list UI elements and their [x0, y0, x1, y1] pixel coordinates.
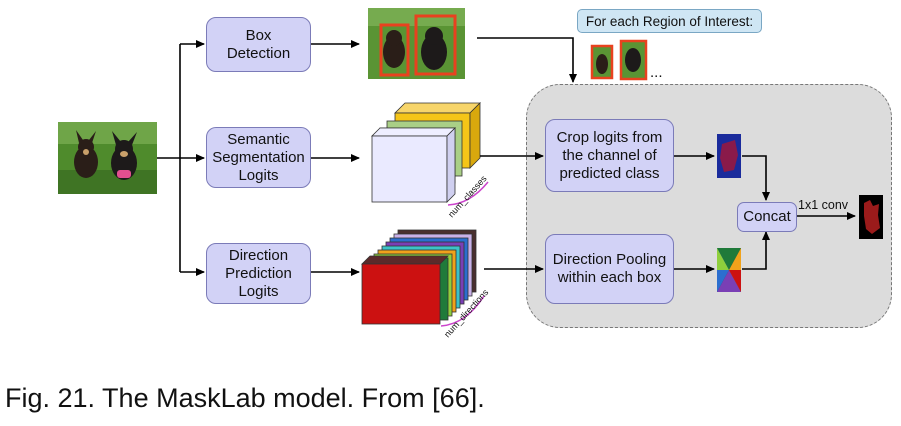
box-detection-line-1: Box [245, 26, 272, 44]
direction-prediction-line-3: Logits [238, 282, 279, 300]
direction-pooling-box: Direction Pooling within each box [545, 234, 674, 304]
box-output-arrows [311, 40, 360, 276]
direction-prediction-line-2: Prediction [225, 264, 292, 282]
detection-image [368, 8, 465, 79]
pooled-direction-map [717, 248, 741, 292]
semantic-segmentation-line-3: Logits [238, 166, 279, 184]
input-branch-arrows [157, 40, 205, 276]
roi-label: For each Region of Interest: [577, 9, 762, 33]
roi-input-arrows [480, 152, 856, 273]
direction-prediction-box: Direction Prediction Logits [206, 243, 311, 304]
crop-logits-line-2: the channel of [562, 146, 657, 164]
semantic-segmentation-line-2: Segmentation [212, 148, 305, 166]
roi-ellipsis: ... [650, 64, 663, 81]
final-mask-output [859, 195, 883, 239]
roi-crops [590, 39, 648, 81]
concat-label: Concat [743, 208, 791, 225]
box-detection-box: Box Detection [206, 17, 311, 72]
direction-prediction-line-1: Direction [228, 246, 289, 264]
figure-caption: Fig. 21. The MaskLab model. From [66]. [5, 383, 485, 413]
input-image [58, 122, 157, 194]
crop-logits-line-1: Crop logits from [556, 128, 663, 146]
cropped-class-logits [717, 134, 741, 178]
direction-pooling-line-2: within each box [557, 269, 662, 286]
semantic-segmentation-line-1: Semantic [227, 130, 290, 148]
direction-pooling-line-1: Direction Pooling [552, 251, 667, 268]
direction-logits-stack [361, 229, 485, 327]
semantic-segmentation-box: Semantic Segmentation Logits [206, 127, 311, 188]
detection-to-roi-arrow [477, 37, 577, 83]
segmentation-logits-stack [371, 102, 489, 206]
concat-box: Concat [737, 202, 797, 232]
box-detection-line-2: Detection [226, 44, 291, 62]
conv-label: 1x1 conv [798, 198, 849, 212]
crop-logits-line-3: predicted class [559, 164, 660, 182]
crop-logits-box: Crop logits from the channel of predicte… [545, 119, 674, 192]
